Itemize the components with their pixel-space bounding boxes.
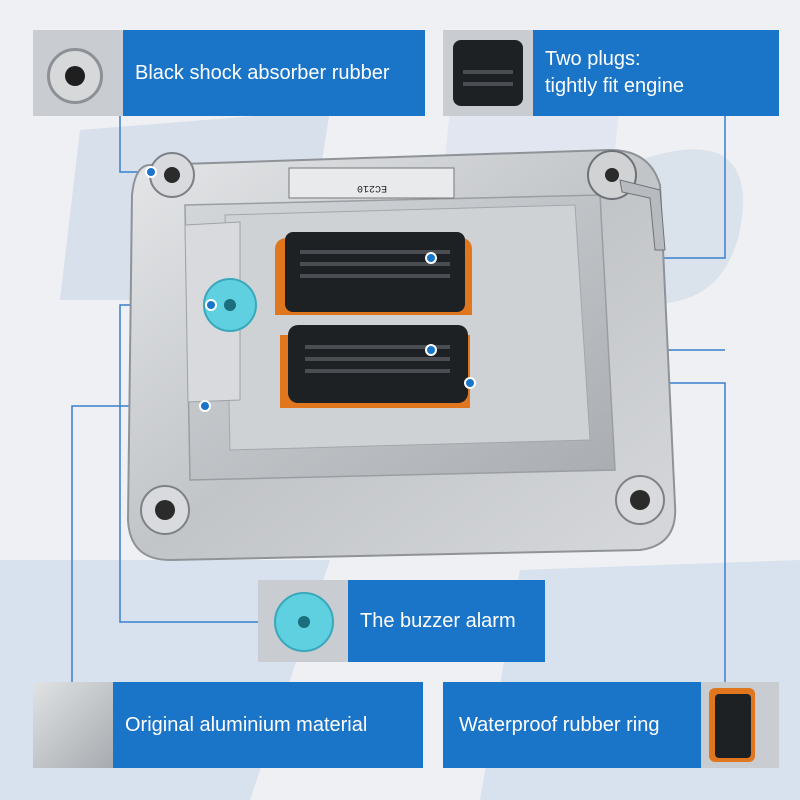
plugs-thumbnail	[443, 30, 533, 116]
callout-buzzer-text: The buzzer alarm	[360, 609, 516, 632]
indicator-dot-buzzer	[205, 299, 217, 311]
callout-buzzer: The buzzer alarm	[258, 580, 545, 662]
callout-rubber-ring-text: Waterproof rubber ring	[459, 713, 660, 736]
aluminium-thumbnail	[33, 682, 113, 768]
indicator-dot-rubber-ring	[464, 377, 476, 389]
callout-two-plugs-line2: tightly fit engine	[545, 75, 684, 97]
indicator-dot-plug-upper	[425, 252, 437, 264]
buzzer-thumbnail	[258, 580, 348, 662]
device-label: EC210	[288, 167, 455, 199]
indicator-dot-shock-absorber	[145, 166, 157, 178]
callout-shock-absorber: Black shock absorber rubber	[33, 30, 425, 116]
rubber-ring-thumbnail	[701, 682, 779, 768]
indicator-dot-plug-lower	[425, 344, 437, 356]
indicator-dot-aluminium	[199, 400, 211, 412]
callout-rubber-ring: Waterproof rubber ring	[443, 682, 779, 768]
callout-aluminium-text: Original aluminium material	[125, 713, 368, 736]
callout-two-plugs: Two plugs: tightly fit engine	[443, 30, 779, 116]
svg-text:EC210: EC210	[357, 182, 387, 193]
callout-two-plugs-line1: Two plugs:	[545, 48, 641, 70]
callout-shock-absorber-text: Black shock absorber rubber	[135, 61, 390, 84]
shock-absorber-thumbnail	[33, 30, 123, 116]
callout-aluminium: Original aluminium material	[33, 682, 423, 768]
